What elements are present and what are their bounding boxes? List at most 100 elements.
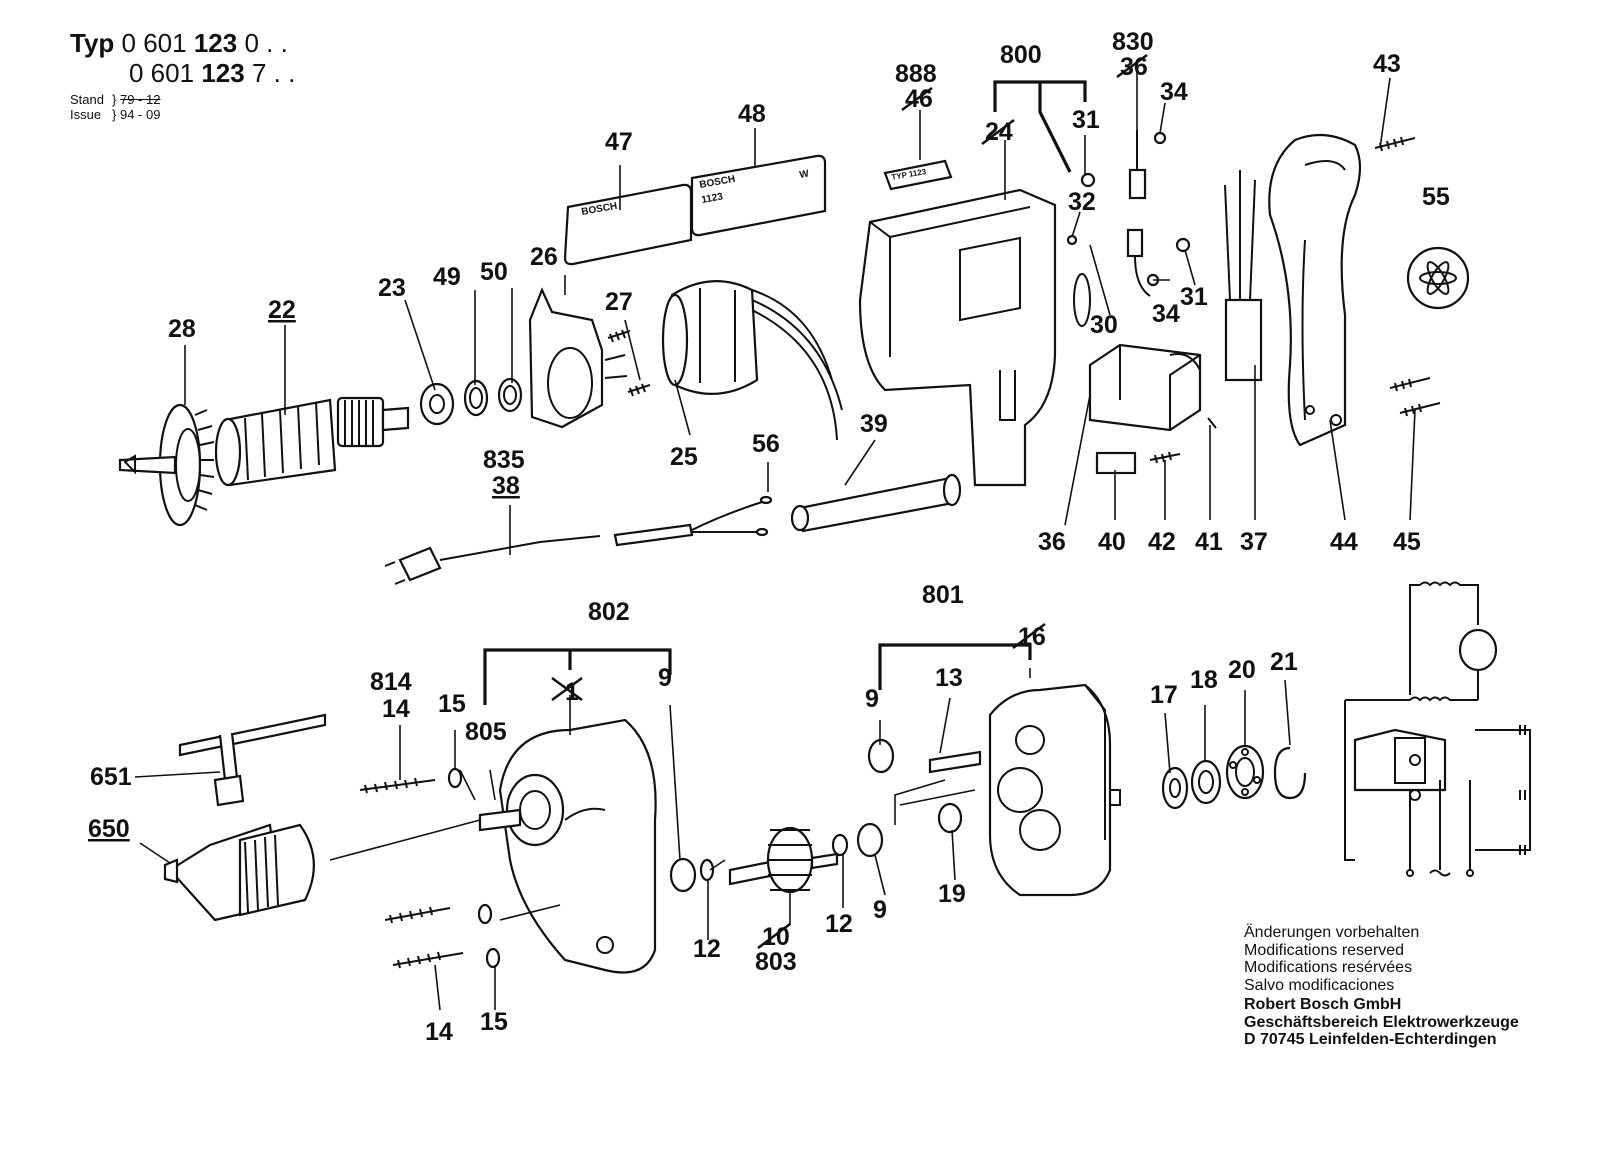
part-24-motor-housing	[858, 188, 1091, 487]
type-line-1: Typ 0 601 123 0 . .	[70, 28, 295, 58]
note-line-3: Modifications resérvées	[1244, 959, 1413, 976]
label-22: 22	[268, 296, 296, 324]
label-28: 28	[168, 315, 196, 343]
part-42-screw	[1149, 451, 1181, 464]
part-48-nameplate: BOSCH 1123 W	[690, 154, 827, 237]
label-45: 45	[1393, 528, 1421, 556]
type-bold-2: 123	[201, 58, 245, 88]
note-line-2: Modifications reserved	[1244, 941, 1405, 959]
part-15-washer-bottom	[485, 947, 501, 969]
company-division: Geschäftsbereich Elektrowerkzeuge	[1244, 1013, 1519, 1031]
part-37-cable-set	[1224, 170, 1263, 382]
part-21-circlip	[1273, 746, 1307, 800]
part-28-fan	[118, 403, 215, 527]
part-17-washer	[1161, 766, 1189, 810]
label-17: 17	[1150, 681, 1178, 709]
part-56-cord-ends	[755, 495, 773, 537]
label-31-bottom: 31	[1180, 283, 1208, 311]
part-650-drill-chuck	[163, 823, 315, 922]
part-14-screw-top	[359, 777, 436, 794]
part-830-brush-holder	[1066, 130, 1191, 297]
label-50: 50	[480, 258, 508, 286]
label-9-mid: 9	[865, 685, 879, 713]
label-27: 27	[605, 288, 633, 316]
label-21: 21	[1270, 648, 1298, 676]
label-12-left: 12	[693, 935, 721, 963]
label-9-left: 9	[658, 664, 672, 692]
label-814: 814	[370, 668, 412, 696]
part-40-suppressor	[1095, 451, 1137, 475]
label-9-right: 9	[873, 896, 887, 924]
part-47-nameplate: BOSCH	[563, 183, 693, 266]
label-650: 650	[88, 815, 130, 843]
label-25: 25	[670, 443, 698, 471]
stand-value: 79 - 12	[119, 92, 161, 107]
label-40: 40	[1098, 528, 1126, 556]
part-36-switch	[1088, 343, 1202, 432]
label-12-right: 12	[825, 910, 853, 938]
part-25-field-winding	[661, 280, 843, 441]
part-14-screw-bottom	[392, 951, 464, 969]
label-39: 39	[860, 410, 888, 438]
strike-10	[757, 923, 791, 949]
label-805: 805	[465, 718, 507, 746]
part-20-ball-bearing	[1225, 744, 1265, 800]
part-801-gear-cover	[988, 683, 1121, 897]
part-50-washer	[497, 377, 523, 413]
company-name: Robert Bosch GmbH	[1244, 996, 1402, 1013]
type-prefix-1: 0 601	[121, 28, 187, 58]
label-41: 41	[1195, 528, 1223, 556]
part-49-ring	[463, 379, 489, 417]
part-50-washer-inner	[503, 385, 517, 405]
bracket-800	[993, 80, 1087, 173]
part-38-power-cord	[384, 501, 763, 585]
label-32: 32	[1068, 188, 1096, 216]
label-55: 55	[1422, 183, 1450, 211]
part-23-ball-bearing	[419, 382, 455, 426]
label-651: 651	[90, 763, 132, 791]
part-13-pin	[928, 750, 982, 774]
part-22-armature	[214, 396, 410, 487]
label-43: 43	[1373, 50, 1401, 78]
bracket-801	[878, 643, 1032, 690]
part-44-handle-shell	[1268, 133, 1362, 447]
part-12-washer-a	[699, 858, 715, 882]
label-803: 803	[755, 948, 797, 976]
label-15-bottom: 15	[480, 1008, 508, 1036]
company-address: D 70745 Leinfelden-Echterdingen	[1244, 1031, 1497, 1048]
strike-24	[981, 119, 1015, 145]
label-49: 49	[433, 263, 461, 291]
part-45-screw-1	[1389, 377, 1431, 392]
type-bold-1: 123	[193, 28, 238, 58]
label-19: 19	[938, 880, 966, 908]
part-14-screw-mid	[384, 906, 451, 924]
part-27-springs	[607, 329, 651, 397]
label-800: 800	[1000, 41, 1042, 69]
label-14-top: 14	[382, 695, 410, 723]
label-48: 48	[738, 100, 766, 128]
strike-1	[551, 676, 583, 702]
part-888-type-plate: TYP 1123	[883, 159, 953, 191]
label-14-bottom: 14	[425, 1018, 453, 1046]
strike-16	[1012, 623, 1046, 649]
label-30: 30	[1090, 311, 1118, 339]
label-56: 56	[752, 430, 780, 458]
label-47: 47	[605, 128, 633, 156]
label-36: 36	[1038, 528, 1066, 556]
part-15-washer-mid	[477, 903, 493, 925]
notes-block: Änderungen vorbehalten Modifications res…	[1244, 924, 1519, 1049]
label-44: 44	[1330, 528, 1358, 556]
label-15-top: 15	[438, 690, 466, 718]
part-12-washer-b	[831, 833, 849, 857]
part-number-labels: 43 55 830 36 34 800 888 46 31 24 32 48 4…	[88, 28, 1450, 1046]
label-20: 20	[1228, 656, 1256, 684]
part-45-screw-2	[1399, 402, 1441, 417]
part-19-bushing	[937, 802, 963, 834]
wiring-schematic	[1344, 581, 1531, 877]
nameplate-48-mark: W	[799, 168, 811, 181]
label-38: 38	[492, 472, 520, 500]
part-18-seal	[1190, 759, 1222, 805]
type-number-block: Typ 0 601 123 0 . . 0 601 123 7 . .	[70, 28, 295, 88]
nameplate-48-code: 1123	[701, 191, 725, 206]
label-888: 888	[895, 60, 937, 88]
